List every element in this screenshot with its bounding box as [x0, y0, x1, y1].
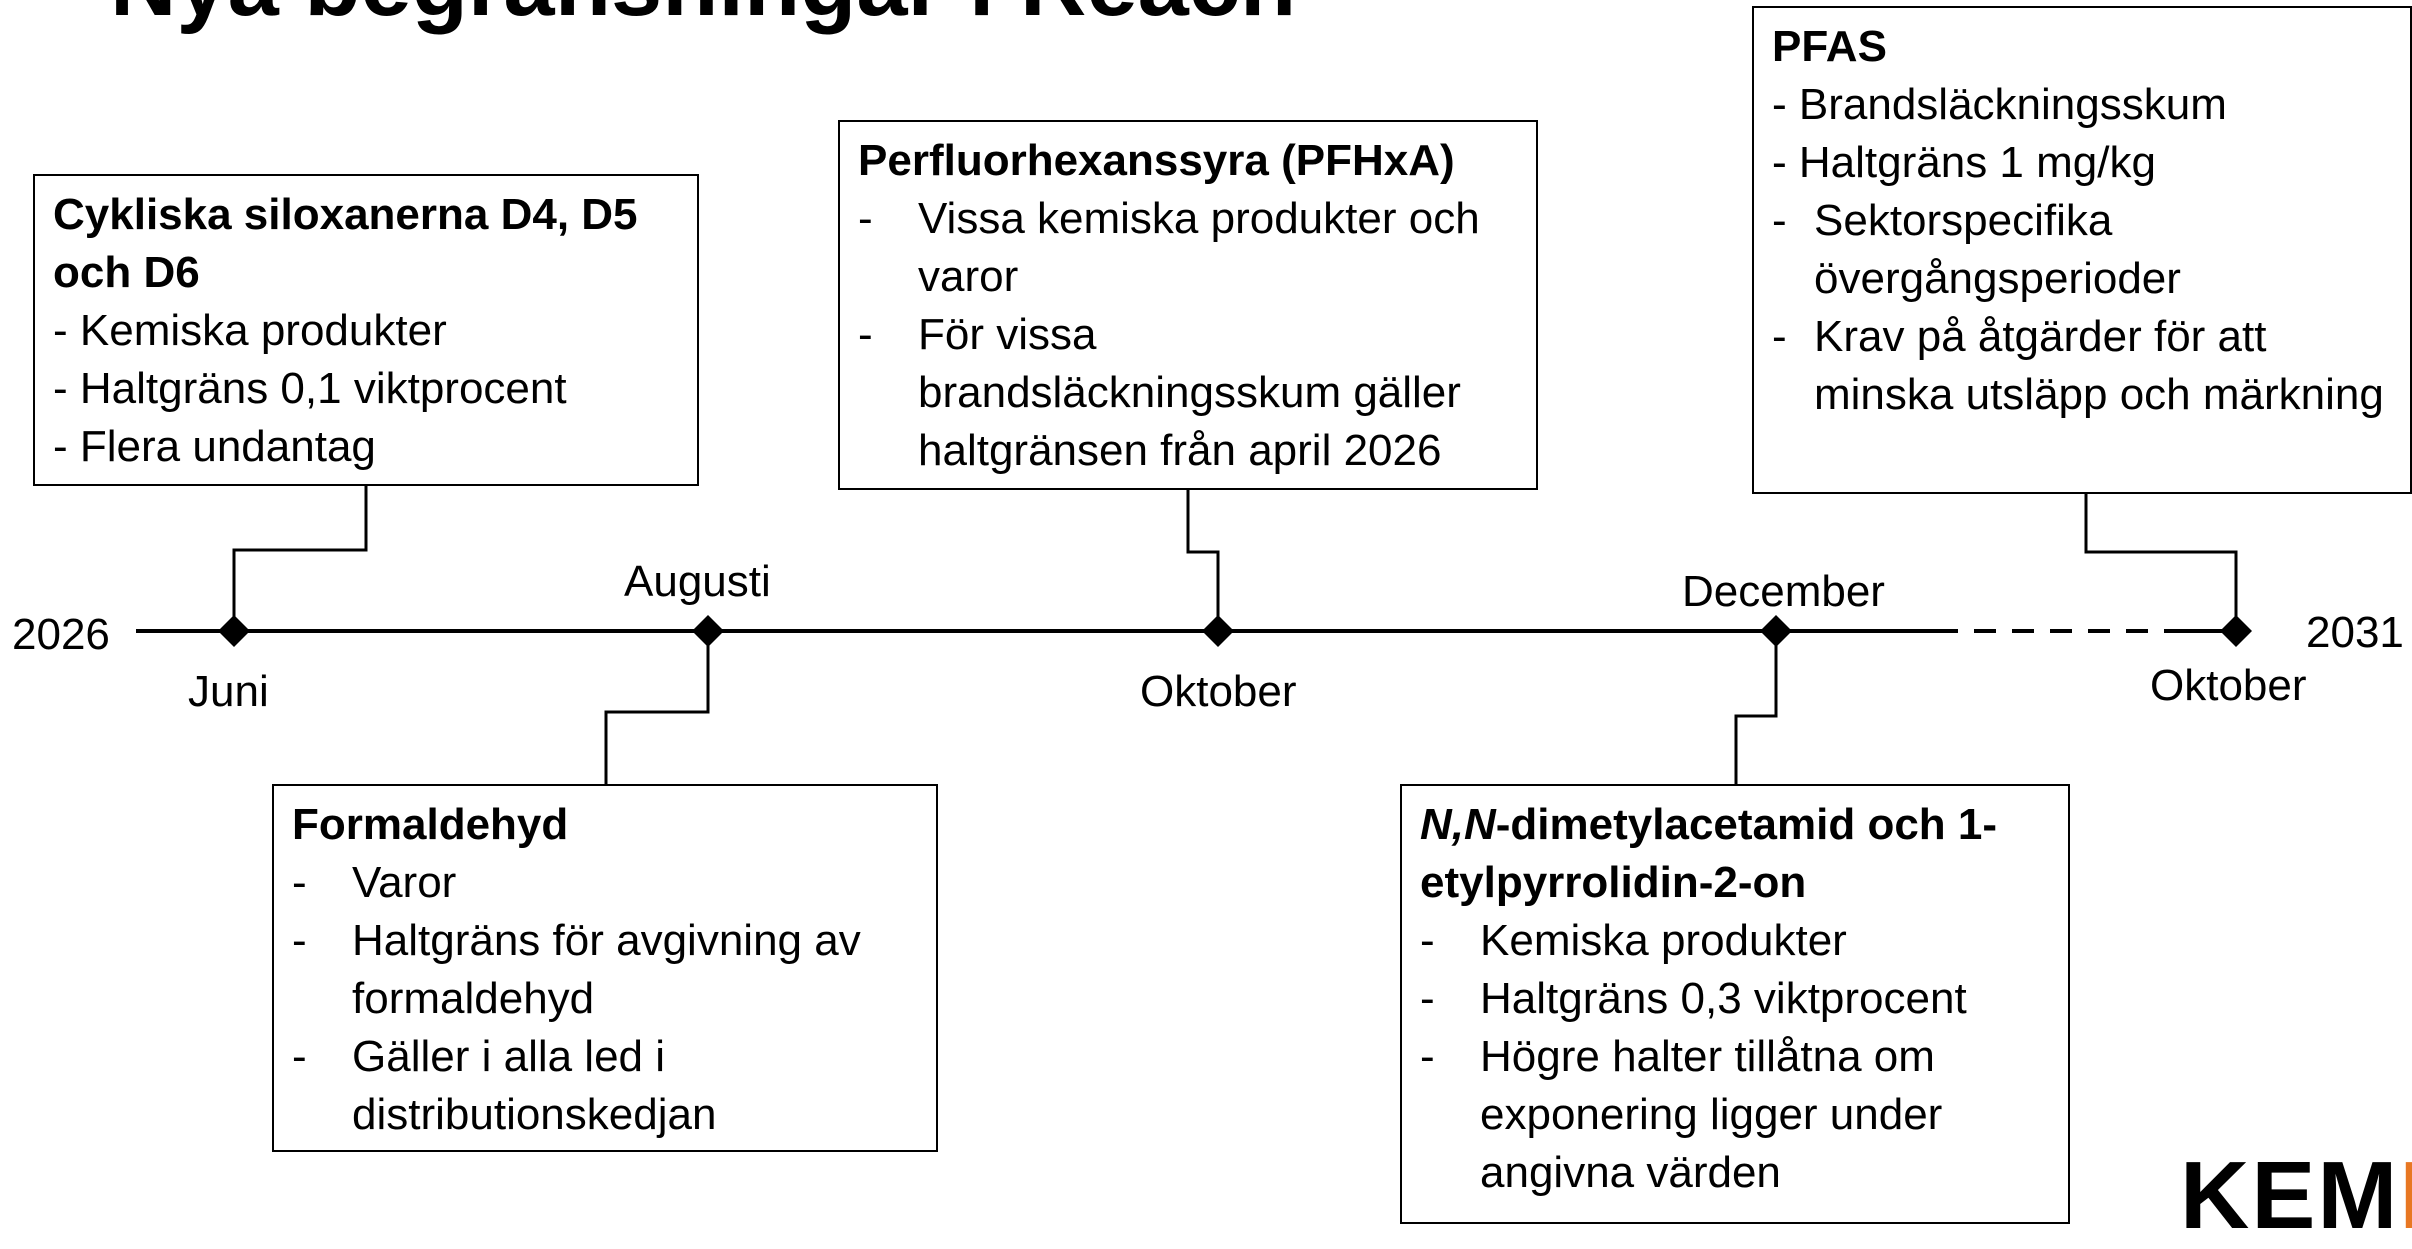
month-label-october-2031: Oktober	[2150, 661, 2307, 710]
marker-june	[218, 615, 250, 647]
box-formaldehyde: Formaldehyd Varor Haltgräns för avgivnin…	[272, 784, 938, 1152]
connector-december	[1734, 631, 1778, 784]
connectors	[232, 486, 2238, 784]
timeline-graphic	[136, 486, 2252, 784]
connector-august	[604, 631, 710, 784]
box-formaldehyde-list: Varor Haltgräns för avgivning av formald…	[292, 854, 918, 1144]
box-siloxanes-heading: Cykliska siloxanerna D4, D5 och D6	[53, 190, 638, 297]
connector-october-2031	[2084, 494, 2238, 631]
box-pfas-list: - Brandsläckningsskum - Haltgräns 1 mg/k…	[1772, 76, 2392, 424]
list-item: Sektorspecifika övergångsperioder	[1772, 192, 2392, 308]
list-item-text: Haltgräns 1 mg/kg	[1798, 138, 2156, 187]
month-label-august: Augusti	[624, 557, 771, 606]
list-item: För vissa brandsläckningsskum gäller hal…	[858, 306, 1518, 480]
list-item: Krav på åtgärder för att minska utsläpp …	[1772, 308, 2392, 424]
box-dmac-list: Kemiska produkter Haltgräns 0,3 viktproc…	[1420, 912, 2050, 1202]
list-item: Varor	[292, 854, 918, 912]
connector-october	[1186, 490, 1220, 631]
page-title: Nya begränsningar i Reach	[110, 0, 1296, 30]
list-item: Gäller i alla led i distributionskedjan	[292, 1028, 918, 1144]
box-dmac: N,N-dimetylacetamid och 1-etylpyrrolidin…	[1400, 784, 2070, 1224]
list-item: Kemiska produkter	[53, 302, 679, 360]
logo-accent: I	[2399, 1142, 2412, 1249]
milestone-markers	[218, 615, 2252, 647]
month-label-june: Juni	[188, 667, 269, 716]
box-pfhxa: Perfluorhexanssyra (PFHxA) Vissa kemiska…	[838, 120, 1538, 490]
list-item: Haltgräns 0,1 viktprocent	[53, 360, 679, 418]
box-siloxanes-list: Kemiska produkter Haltgräns 0,1 viktproc…	[53, 302, 679, 476]
list-item: - Brandsläckningsskum	[1772, 76, 2392, 134]
marker-october	[1202, 615, 1234, 647]
box-dmac-heading-rest: -dimetylacetamid och 1-etylpyrrolidin-2-…	[1420, 800, 1998, 907]
box-pfas-heading: PFAS	[1772, 22, 1887, 71]
box-formaldehyde-heading: Formaldehyd	[292, 800, 569, 849]
month-label-october: Oktober	[1140, 667, 1297, 716]
list-item: Haltgräns för avgivning av formaldehyd	[292, 912, 918, 1028]
list-item: Vissa kemiska produkter och varor	[858, 190, 1518, 306]
list-item: Haltgräns 0,3 viktprocent	[1420, 970, 2050, 1028]
list-item-text: Brandsläckningsskum	[1798, 80, 2227, 129]
list-item: - Haltgräns 1 mg/kg	[1772, 134, 2392, 192]
marker-october-2031	[2220, 615, 2252, 647]
connector-june	[232, 486, 368, 631]
list-item: Flera undantag	[53, 418, 679, 476]
start-year-label: 2026	[12, 610, 110, 659]
kemi-logo: KEMI	[2180, 1148, 2412, 1244]
logo-text: KEM	[2180, 1142, 2400, 1249]
month-label-december: December	[1682, 567, 1885, 616]
box-pfhxa-heading: Perfluorhexanssyra (PFHxA)	[858, 136, 1455, 185]
end-year-label: 2031	[2306, 608, 2404, 657]
list-item: Högre halter tillåtna om exponering ligg…	[1420, 1028, 2050, 1202]
box-pfas: PFAS - Brandsläckningsskum - Haltgräns 1…	[1752, 6, 2412, 494]
box-dmac-heading: N,N-dimetylacetamid och 1-etylpyrrolidin…	[1420, 796, 2050, 912]
box-siloxanes: Cykliska siloxanerna D4, D5 och D6 Kemis…	[33, 174, 699, 486]
marker-december	[1760, 615, 1792, 647]
box-dmac-heading-italic: N,N	[1420, 800, 1496, 849]
marker-august	[692, 615, 724, 647]
list-item: Kemiska produkter	[1420, 912, 2050, 970]
box-pfhxa-list: Vissa kemiska produkter och varor För vi…	[858, 190, 1518, 480]
